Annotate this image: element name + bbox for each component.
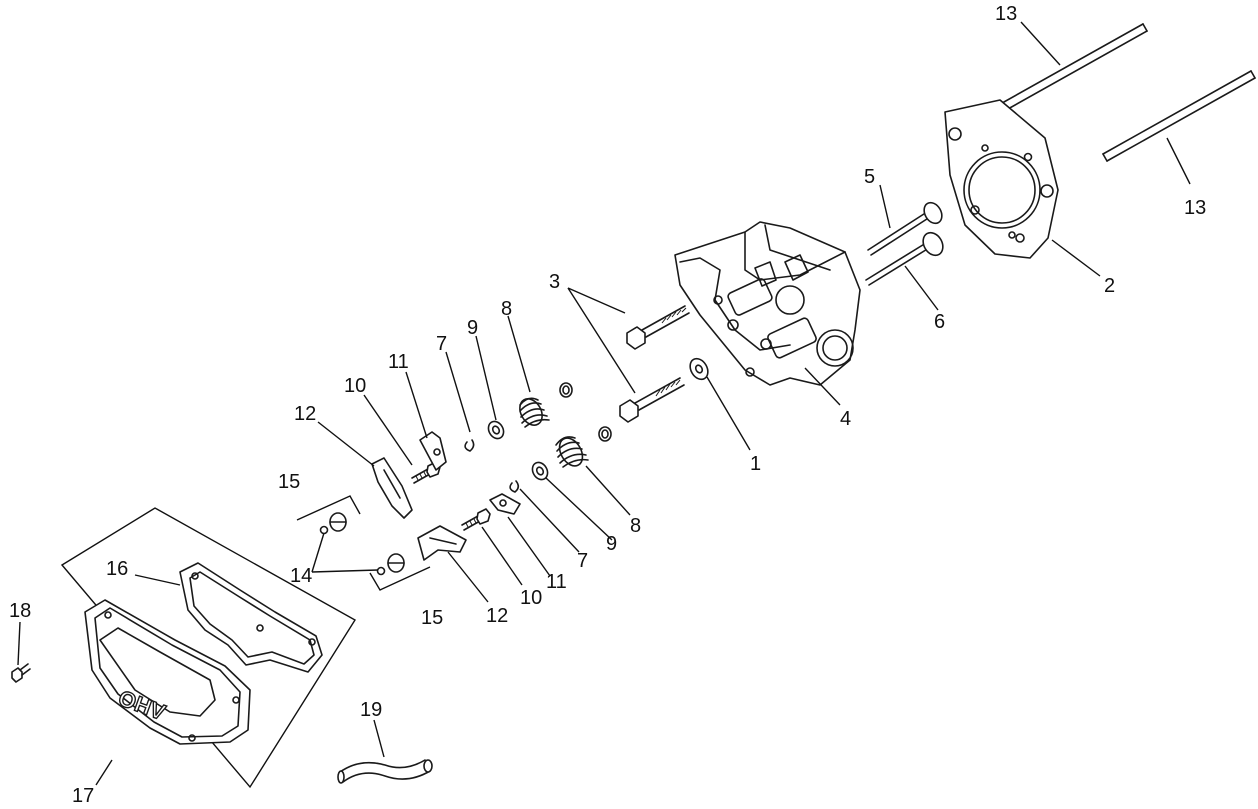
rocker-stud-lower xyxy=(461,508,491,531)
callout-10-lower: 10 xyxy=(520,587,542,609)
spring-retainer-upper xyxy=(487,420,505,440)
callout-7-lower: 7 xyxy=(577,550,588,572)
callout-11-lower: 11 xyxy=(546,571,567,593)
adjuster-nut-lower xyxy=(376,553,405,576)
flat-washer xyxy=(689,357,709,381)
exhaust-valve xyxy=(865,231,944,286)
valve-keeper-upper xyxy=(464,439,475,452)
valve-stem-seal-upper xyxy=(559,382,573,398)
callout-3: 3 xyxy=(549,271,560,293)
push-rod-lower xyxy=(1102,70,1256,162)
adjuster-nut-upper xyxy=(319,512,347,535)
callout-14: 14 xyxy=(290,565,312,587)
callout-9-upper: 9 xyxy=(467,317,478,339)
valve-cover-gasket xyxy=(179,562,323,673)
callout-6: 6 xyxy=(934,311,945,333)
callout-5: 5 xyxy=(864,166,875,188)
callout-12-upper: 12 xyxy=(294,403,316,425)
guide-plate-upper xyxy=(419,431,447,471)
callout-10-upper: 10 xyxy=(344,375,366,397)
valve-keeper-lower xyxy=(509,480,520,493)
callout-9-lower: 9 xyxy=(606,533,617,555)
breather-hose xyxy=(337,759,433,784)
callout-16: 16 xyxy=(106,558,128,580)
callout-17: 17 xyxy=(72,785,94,807)
callout-12-lower: 12 xyxy=(486,605,508,627)
leader-lines xyxy=(17,21,1191,786)
bracket-15-lower xyxy=(369,566,431,591)
valve-stem-seal-lower xyxy=(598,426,612,442)
head-bolt-upper xyxy=(626,305,690,350)
bracket-15-upper xyxy=(296,495,361,521)
callout-13-right: 13 xyxy=(1184,197,1206,219)
spring-retainer-lower xyxy=(531,461,549,481)
callout-7-upper: 7 xyxy=(436,333,447,355)
callout-4: 4 xyxy=(840,408,851,430)
intake-valve xyxy=(867,201,943,256)
cylinder-head xyxy=(674,221,861,386)
callout-8-upper: 8 xyxy=(501,298,512,320)
callout-2: 2 xyxy=(1104,275,1115,297)
valve-spring-lower xyxy=(555,436,589,468)
rocker-arm-lower xyxy=(417,525,467,561)
callout-11-upper: 11 xyxy=(388,351,409,373)
callout-8-lower: 8 xyxy=(630,515,641,537)
callout-1: 1 xyxy=(750,453,761,475)
head-gasket xyxy=(944,99,1059,259)
callout-19: 19 xyxy=(360,699,382,721)
callout-18: 18 xyxy=(9,600,31,622)
callout-15-upper: 15 xyxy=(278,471,300,493)
callout-13-top: 13 xyxy=(995,3,1017,25)
cover-screw xyxy=(11,663,31,683)
push-rod-upper xyxy=(994,23,1148,115)
valve-spring-upper xyxy=(519,397,550,428)
head-bolt-lower xyxy=(619,377,685,423)
callout-labels: 13 13 2 5 6 3 4 1 8 9 7 11 10 12 15 14 1… xyxy=(9,3,1206,807)
guide-plate-lower xyxy=(489,493,521,515)
rocker-arm-upper xyxy=(371,457,413,519)
callout-15-lower: 15 xyxy=(421,607,443,629)
